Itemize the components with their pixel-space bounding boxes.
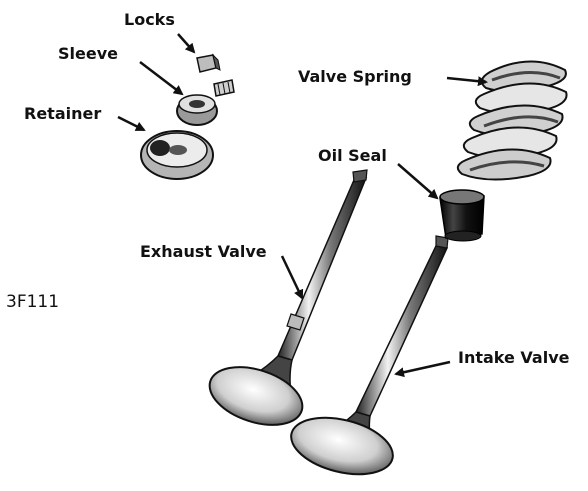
retainer-arrow — [118, 117, 144, 130]
locks-part — [197, 55, 234, 96]
intake-valve-label: Intake Valve — [458, 348, 570, 367]
retainer-part — [141, 131, 213, 179]
oil-seal-part — [440, 190, 484, 241]
intake-valve-part — [285, 236, 448, 484]
exhaust-valve-part — [202, 170, 367, 436]
oil-seal-arrow — [398, 164, 437, 198]
valve-spring-arrow — [447, 78, 486, 82]
exhaust-valve-label: Exhaust Valve — [140, 242, 267, 261]
retainer-label: Retainer — [24, 104, 101, 123]
locks-label: Locks — [124, 10, 175, 29]
sleeve-part — [177, 95, 217, 125]
sleeve-arrow — [140, 62, 182, 94]
valve-spring-part — [458, 61, 567, 179]
exhaust-valve-arrow — [282, 256, 302, 298]
sleeve-label: Sleeve — [58, 44, 118, 63]
valve-spring-label: Valve Spring — [298, 67, 412, 86]
figure-code: 3F111 — [6, 292, 59, 312]
oil-seal-label: Oil Seal — [318, 146, 387, 165]
locks-arrow — [178, 34, 194, 52]
intake-valve-arrow — [396, 362, 450, 374]
